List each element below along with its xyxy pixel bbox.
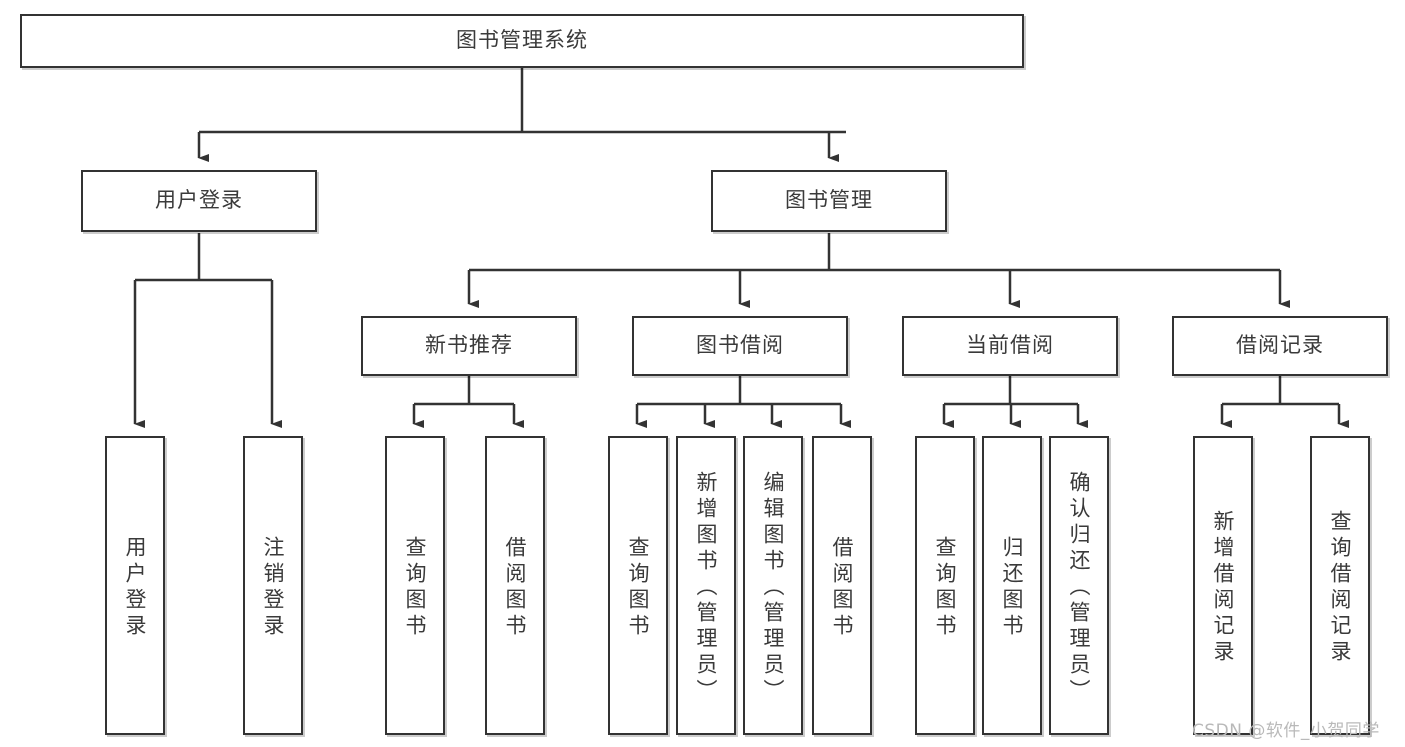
node-leaf-borrow-book-2[interactable]: 借阅图书 <box>812 436 872 735</box>
node-leaf-borrow-book-1[interactable]: 借阅图书 <box>485 436 545 735</box>
node-book-manage-label: 图书管理 <box>785 188 873 213</box>
node-leaf-return-book-label: 归还图书 <box>1000 535 1025 640</box>
node-leaf-borrow-book-1-label: 借阅图书 <box>503 535 528 640</box>
node-leaf-query-book-2[interactable]: 查询图书 <box>608 436 668 735</box>
node-leaf-query-book-2-label: 查询图书 <box>626 535 651 640</box>
node-book-manage[interactable]: 图书管理 <box>711 170 947 232</box>
node-leaf-logout[interactable]: 注销登录 <box>243 436 303 735</box>
node-book-borrow[interactable]: 图书借阅 <box>632 316 848 376</box>
node-user-login[interactable]: 用户登录 <box>81 170 317 232</box>
node-borrow-record[interactable]: 借阅记录 <box>1172 316 1388 376</box>
node-book-borrow-label: 图书借阅 <box>696 333 784 358</box>
node-leaf-add-record-label: 新增借阅记录 <box>1211 509 1236 666</box>
node-leaf-confirm-return[interactable]: 确认归还（管理员） <box>1049 436 1109 735</box>
node-new-book-recommend[interactable]: 新书推荐 <box>361 316 577 376</box>
node-leaf-logout-label: 注销登录 <box>261 535 286 640</box>
node-leaf-query-book-1-label: 查询图书 <box>403 535 428 640</box>
node-leaf-add-record[interactable]: 新增借阅记录 <box>1193 436 1253 735</box>
node-leaf-query-book-1[interactable]: 查询图书 <box>385 436 445 735</box>
node-leaf-confirm-return-label: 确认归还（管理员） <box>1067 470 1092 705</box>
node-leaf-add-book-label: 新增图书（管理员） <box>694 470 719 705</box>
node-root-label: 图书管理系统 <box>456 28 588 53</box>
node-leaf-return-book[interactable]: 归还图书 <box>982 436 1042 735</box>
node-leaf-edit-book-label: 编辑图书（管理员） <box>761 470 786 705</box>
node-current-borrow[interactable]: 当前借阅 <box>902 316 1118 376</box>
node-new-book-recommend-label: 新书推荐 <box>425 333 513 358</box>
node-root[interactable]: 图书管理系统 <box>20 14 1024 68</box>
node-leaf-edit-book[interactable]: 编辑图书（管理员） <box>743 436 803 735</box>
node-user-login-label: 用户登录 <box>155 188 243 213</box>
node-leaf-borrow-book-2-label: 借阅图书 <box>830 535 855 640</box>
node-leaf-query-record[interactable]: 查询借阅记录 <box>1310 436 1370 735</box>
node-leaf-user-login[interactable]: 用户登录 <box>105 436 165 735</box>
node-leaf-query-record-label: 查询借阅记录 <box>1328 509 1353 666</box>
node-leaf-add-book[interactable]: 新增图书（管理员） <box>676 436 736 735</box>
node-current-borrow-label: 当前借阅 <box>966 333 1054 358</box>
node-borrow-record-label: 借阅记录 <box>1236 333 1324 358</box>
node-leaf-query-book-3-label: 查询图书 <box>933 535 958 640</box>
node-leaf-query-book-3[interactable]: 查询图书 <box>915 436 975 735</box>
node-leaf-user-login-label: 用户登录 <box>123 535 148 640</box>
csdn-watermark: CSDN @软件_小贺同学 <box>1192 721 1380 741</box>
